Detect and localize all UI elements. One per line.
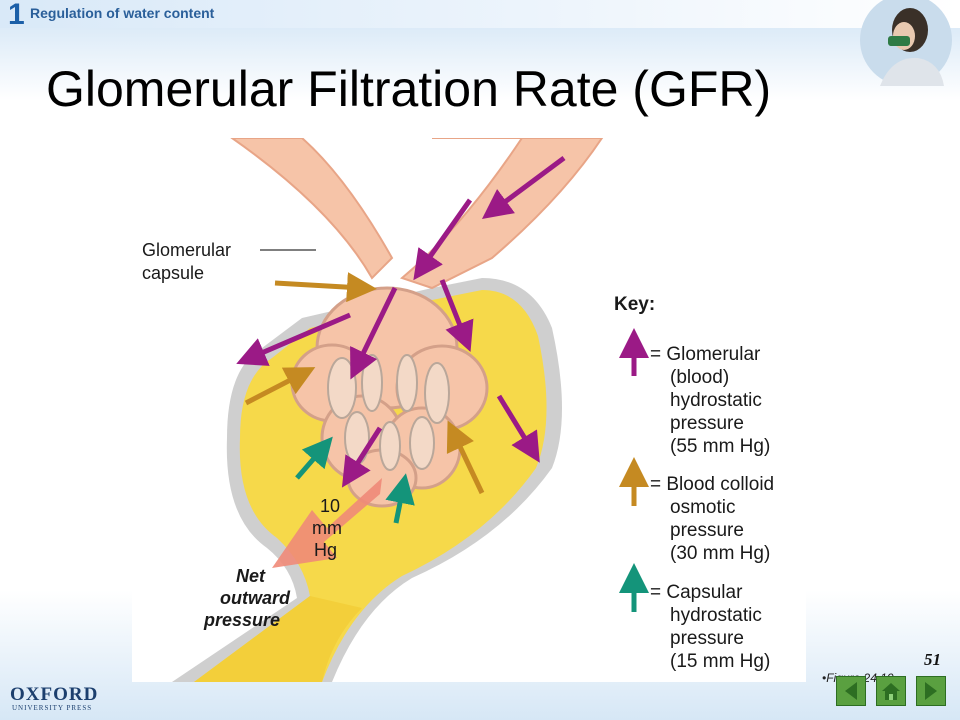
forward-button[interactable] [916,676,946,706]
key-capsular-line2: hydrostatic [670,605,762,626]
key-glomerular-line4: pressure [670,413,744,434]
glomerulus-illustration [172,138,649,682]
header-bar [0,0,960,28]
key-capsular-line3: pressure [670,628,744,649]
slide-title: Glomerular Filtration Rate (GFR) [46,61,772,117]
home-button[interactable] [876,676,906,706]
page-number: 51 [924,650,941,669]
key-title: Key: [614,294,656,315]
home-icon [882,683,900,700]
back-arrow-icon [845,682,857,700]
glomerular-pressure-arrows [236,155,566,488]
net-value-line1: 10 [320,496,341,516]
oxford-logo: OXFORD UNIVERSITY PRESS [10,684,130,712]
net-pressure-arrow [272,478,382,568]
forward-arrow-icon [925,682,937,700]
section-number: 1 [8,0,25,31]
net-value-line3: Hg [314,540,338,560]
key-glomerular-line3: hydrostatic [670,390,762,411]
key-glomerular-line2: (blood) [670,367,730,388]
capsule-label-line1: Glomerular [142,240,232,260]
proximal-tubule [194,596,362,682]
key-capsular-line4: (15 mm Hg) [670,651,771,672]
glomerulus-diagram: Glomerular capsule 10 mm Hg Net outward … [132,138,806,682]
capsule-label-line2: capsule [142,263,205,283]
afferent-arteriole [399,138,604,290]
net-value-line2: mm [312,518,342,538]
key-colloid-line3: pressure [670,520,744,541]
publisher-name: OXFORD [10,684,99,705]
key-colloid-line1: = Blood colloid [650,474,775,495]
colloid-pressure-arrows [244,272,485,495]
net-label-line2: outward [220,588,290,608]
key-glomerular-line1: = Glomerular [650,344,761,365]
key-colloid-line4: (30 mm Hg) [670,543,771,564]
publisher-subtitle: UNIVERSITY PRESS [12,704,93,712]
efferent-arteriole [230,138,394,280]
key-colloid-line2: osmotic [670,497,736,518]
back-button[interactable] [836,676,866,706]
section-title: Regulation of water content [30,5,215,21]
net-label-line1: Net [236,566,266,586]
key-capsular-line1: = Capsular [650,582,743,603]
capsular-pressure-arrows [295,436,415,524]
person-drinking-photo [860,0,952,86]
key-glomerular-line5: (55 mm Hg) [670,436,771,457]
net-label-line3: pressure [204,610,281,630]
